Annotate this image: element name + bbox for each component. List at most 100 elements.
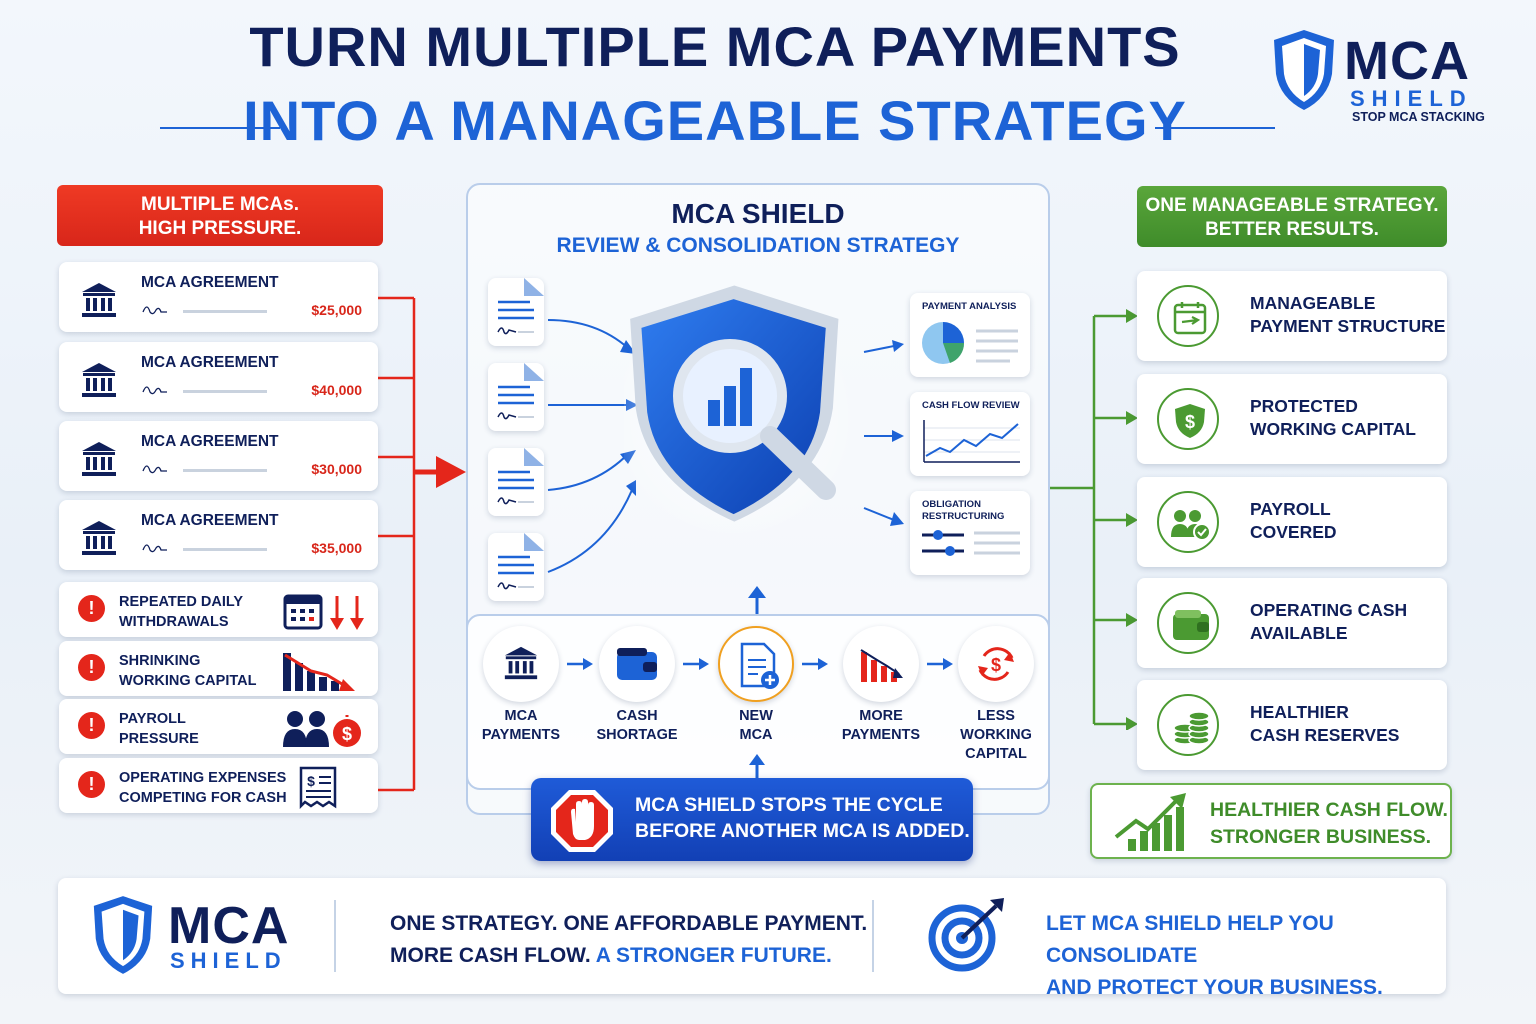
footer-mca: MCA (168, 897, 290, 955)
pressure-line2: WITHDRAWALS (119, 614, 229, 630)
benefit-line1: PAYROLL (1250, 499, 1331, 519)
signature-icon (142, 465, 267, 474)
document-icon (488, 278, 544, 346)
signature-icon (142, 386, 267, 395)
cycle-arrow-icon (927, 658, 953, 670)
benefit-line1: HEALTHIER (1250, 702, 1349, 722)
declining-bars-icon (283, 653, 355, 691)
benefit-icon-circle (1157, 694, 1219, 756)
title-line-1: TURN MULTIPLE MCA PAYMENTS (249, 15, 1181, 78)
alert-icon: ! (78, 771, 105, 798)
svg-text:$: $ (991, 655, 1001, 675)
cycle-step-label: MORE PAYMENTS (821, 707, 941, 745)
cycle-step-label: LESS WORKING CAPITAL (936, 707, 1056, 764)
benefit-line2: COVERED (1250, 522, 1337, 542)
agreement-label: MCA AGREEMENT (141, 354, 279, 371)
new-document-icon (740, 642, 779, 689)
pressure-line2: COMPETING FOR CASH (119, 790, 287, 806)
line-chart-icon (923, 420, 1020, 463)
agreement-amount: $25,000 (311, 302, 362, 318)
footer-shield: SHIELD (170, 948, 287, 973)
benefit-card: HEALTHIER CASH RESERVES (1137, 680, 1447, 770)
title-rule-left (160, 127, 280, 129)
pressure-line2: WORKING CAPITAL (119, 673, 257, 689)
cycle-line2: SHORTAGE (596, 727, 678, 743)
document-icon (488, 363, 544, 431)
benefit-card: PAYROLL COVERED (1137, 477, 1447, 567)
benefit-icon-circle (1157, 285, 1219, 347)
cycle-step-label: NEW MCA (696, 707, 816, 745)
benefit-line2: CASH RESERVES (1250, 725, 1400, 745)
arrow-right-icon (436, 456, 466, 488)
benefit-icon-circle (1157, 491, 1219, 553)
cycle-line1: NEW (739, 708, 773, 724)
agreement-label: MCA AGREEMENT (141, 274, 279, 291)
sliders-icon (922, 530, 1020, 556)
bank-icon (82, 283, 116, 317)
pressure-line2: PRESSURE (119, 731, 199, 747)
result-line2: STRONGER BUSINESS. (1210, 826, 1432, 848)
dollar-cycle-icon: $ (978, 647, 1014, 681)
shield-magnifier-icon (624, 285, 859, 543)
footer-divider-2 (872, 900, 874, 972)
cycle-line1: MORE (859, 708, 903, 724)
logo-mca: MCA (1344, 31, 1470, 91)
cycle-step-label: MCA PAYMENTS (461, 707, 581, 745)
results-banner: ONE MANAGEABLE STRATEGY. BETTER RESULTS. (1137, 186, 1447, 247)
calendar-down-arrows-icon (283, 594, 364, 630)
agreement-amount: $30,000 (311, 461, 362, 477)
cycle-step-icon: $ (958, 626, 1034, 702)
result-line1: HEALTHIER CASH FLOW. (1210, 799, 1448, 821)
up-arrow-icon (748, 586, 766, 616)
up-arrow-small-icon (749, 754, 765, 780)
footer-text2-line1: LET MCA SHIELD HELP YOU CONSOLIDATE (1046, 912, 1334, 967)
title-line-2: INTO A MANAGEABLE STRATEGY (243, 89, 1187, 152)
pressure-line1: REPEATED DAILY (119, 594, 244, 610)
stop-line1: MCA SHIELD STOPS THE CYCLE (635, 794, 943, 816)
cycle-line1: MCA (504, 708, 538, 724)
brand-logo: MCA SHIELD STOP MCA STACKING (1262, 24, 1502, 134)
review-panel-line1: PAYMENT ANALYSIS (922, 301, 1017, 312)
footer-text1-line2a: MORE CASH FLOW. (390, 944, 591, 967)
cycle-arrow-icon (802, 658, 828, 670)
mca-agreement-card: MCA AGREEMENT $25,000 (59, 262, 378, 332)
svg-text:$: $ (307, 773, 315, 789)
right-connector (1050, 309, 1138, 730)
agreement-label: MCA AGREEMENT (141, 433, 279, 450)
review-panel: CASH FLOW REVIEW (910, 392, 1030, 476)
benefit-card: MANAGEABLE PAYMENT STRUCTURE (1137, 271, 1447, 361)
logo-shield: SHIELD (1350, 86, 1473, 111)
logo-tagline: STOP MCA STACKING (1352, 110, 1485, 124)
shield-dollar-icon: $ (1175, 404, 1205, 438)
strategy-title: MCA SHIELD (671, 198, 845, 229)
bank-icon (82, 521, 116, 555)
review-arrows (863, 340, 904, 526)
footer-text2-line2: AND PROTECT YOUR BUSINESS. (1046, 976, 1383, 999)
cycle-arrow-icon (567, 658, 593, 670)
benefit-line1: OPERATING CASH (1250, 600, 1408, 620)
cycle-arrow-icon (683, 658, 709, 670)
pressure-banner: MULTIPLE MCAs. HIGH PRESSURE. (57, 185, 383, 246)
cycle-step-icon (599, 626, 675, 702)
pressure-banner-line1: MULTIPLE MCAs. (141, 194, 299, 215)
review-panel-line2: RESTRUCTURING (922, 511, 1005, 522)
benefit-line2: PAYMENT STRUCTURE (1250, 316, 1446, 336)
benefit-line2: WORKING CAPITAL (1250, 419, 1416, 439)
cycle-line2: PAYMENTS (841, 727, 921, 743)
cycle-line2: PAYMENTS (481, 727, 561, 743)
benefit-line1: MANAGEABLE (1250, 293, 1376, 313)
mca-agreement-card: MCA AGREEMENT $30,000 (59, 421, 378, 491)
document-icon (488, 448, 544, 516)
signature-icon (142, 544, 267, 553)
people-dollar-icon: $ (283, 711, 361, 747)
document-icon (488, 533, 544, 601)
coin-stack-icon (1173, 711, 1210, 745)
cycle-line1: LESS (977, 708, 1015, 724)
mca-agreement-card: MCA AGREEMENT $40,000 (59, 342, 378, 412)
left-connector (378, 296, 466, 792)
stop-line2: BEFORE ANOTHER MCA IS ADDED. (635, 820, 970, 842)
pie-chart-icon (922, 322, 1018, 364)
cycle-line1: CASH (616, 708, 658, 724)
benefit-line2: AVAILABLE (1250, 623, 1348, 643)
